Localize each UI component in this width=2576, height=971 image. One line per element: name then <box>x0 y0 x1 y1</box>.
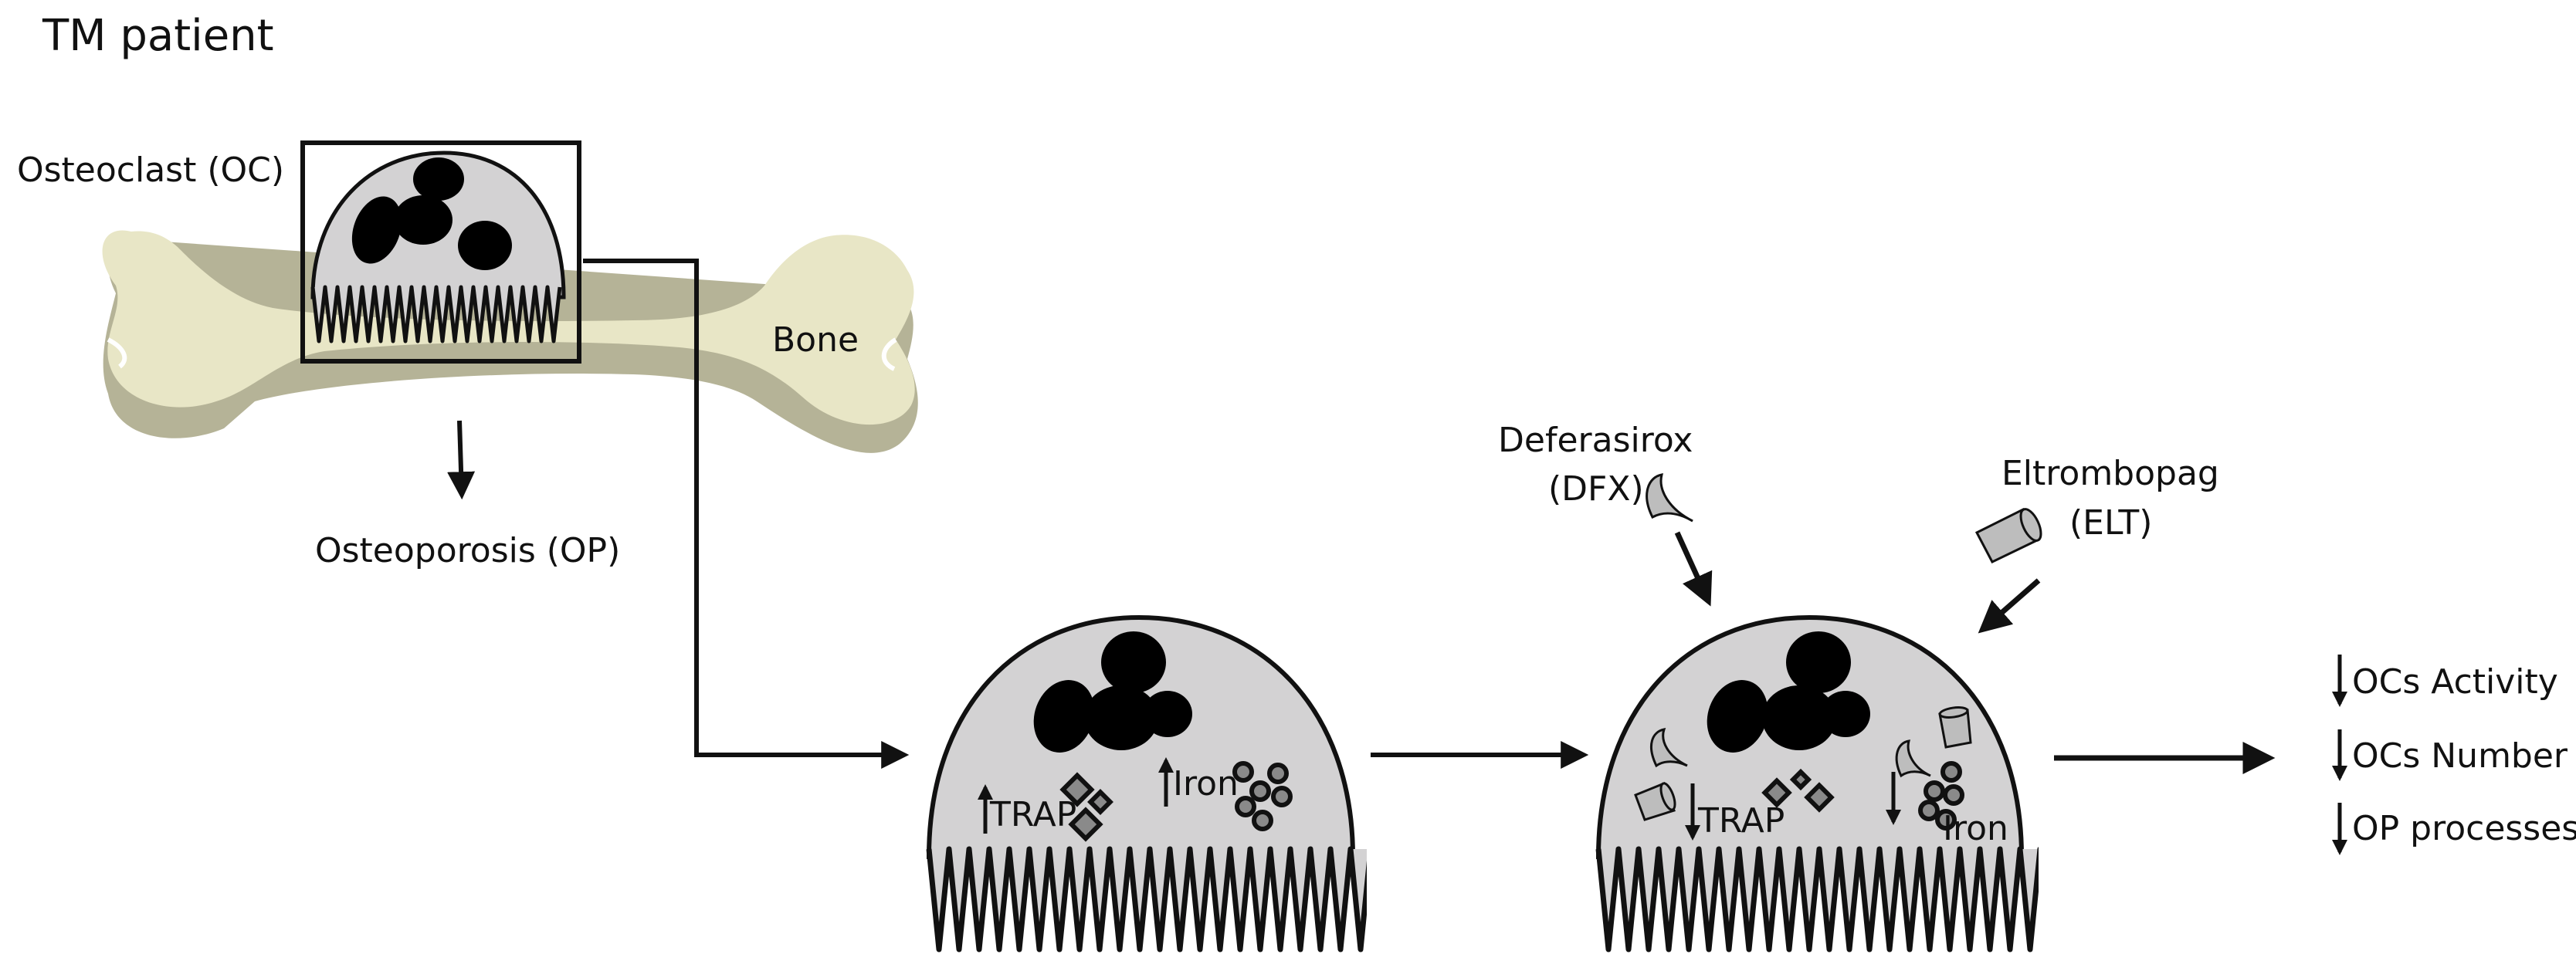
elt-label: (ELT) <box>2069 503 2152 543</box>
iron-label-untreated: Iron <box>1173 764 1239 804</box>
osteoclast-label: Osteoclast (OC) <box>17 151 284 190</box>
iron-granules-untreated <box>1232 761 1293 831</box>
bone-illustration <box>102 230 918 453</box>
osteoclast-small <box>310 151 566 343</box>
osteoporosis-label: Osteoporosis (OP) <box>315 531 620 570</box>
osteoclast-zoom-box <box>300 140 581 364</box>
dfx-icon-in-cell-2 <box>1895 739 1931 778</box>
dfx-icon-in-cell <box>1649 728 1688 768</box>
trap-granules-treated <box>1761 768 1835 813</box>
zoom-connector-arrow <box>583 259 910 769</box>
diagram-title: TM patient <box>42 11 274 61</box>
elt-icon-in-cell-2 <box>1938 706 1972 749</box>
deferasirox-arrow <box>1674 531 1713 607</box>
iron-granules-treated <box>1918 761 1964 831</box>
osteoporosis-arrow <box>447 420 476 500</box>
eltrombopag-arrow <box>1978 578 2041 634</box>
eltrombopag-label: Eltrombopag <box>2001 454 2219 493</box>
outcome-op-processes: OP processes <box>2352 809 2576 848</box>
dfx-label: (DFX) <box>1548 469 1644 509</box>
trap-label-treated: TRAP <box>1697 801 1785 841</box>
bone-label: Bone <box>772 320 859 360</box>
deferasirox-label: Deferasirox <box>1498 421 1693 460</box>
outcome-ocs-activity: OCs Activity <box>2352 662 2558 702</box>
deferasirox-icon <box>1646 473 1693 523</box>
outcomes-list: OCs Activity OCs Number OP processes <box>2332 655 2576 855</box>
trap-label-untreated: TRAP <box>989 795 1076 834</box>
elt-icon-in-cell <box>1634 782 1676 821</box>
iron-label-treated: Iron <box>1943 809 2008 848</box>
outcome-ocs-number: OCs Number <box>2352 736 2568 776</box>
eltrombopag-icon <box>1974 507 2042 563</box>
osteoclast-untreated: TRAP Iron <box>926 614 1367 952</box>
trap-granules-untreated <box>1059 772 1113 842</box>
osteoclast-treated: TRAP Iron <box>1595 614 2039 952</box>
